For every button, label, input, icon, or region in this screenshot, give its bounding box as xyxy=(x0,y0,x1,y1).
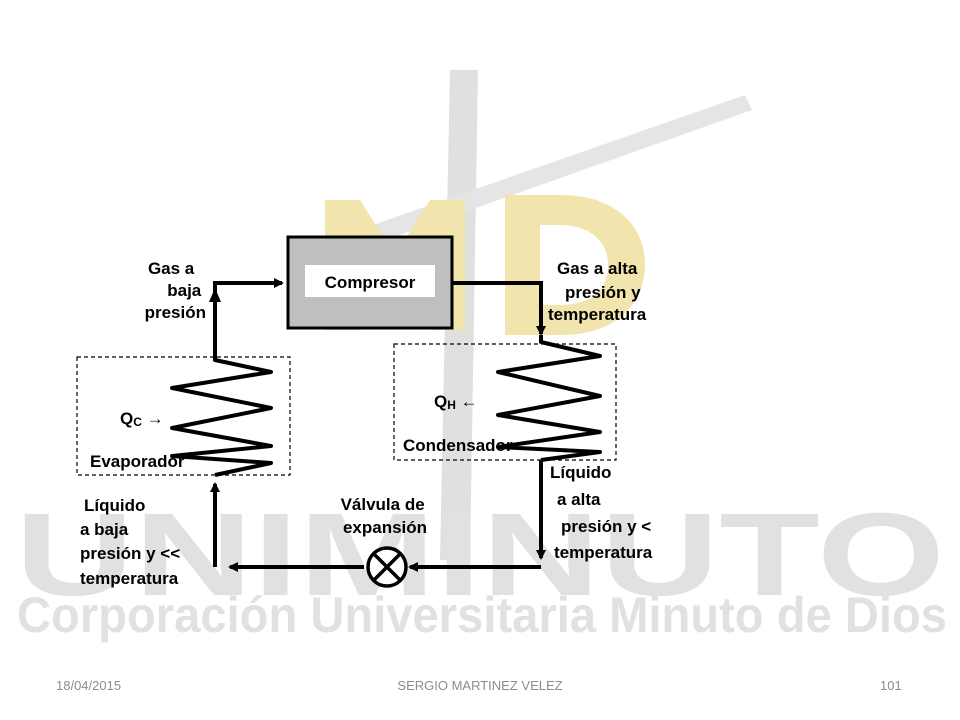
footer-date: 18/04/2015 xyxy=(56,678,122,693)
watermark-brand: UNIMINUTO xyxy=(15,489,945,621)
compressor-box: Compresor xyxy=(286,235,454,330)
liquid-low-label: Líquido a baja presión y << temperatura xyxy=(80,496,185,588)
qc-label: QC → xyxy=(120,409,164,429)
expansion-valve-icon xyxy=(366,546,408,588)
gas-high-label: Gas a alta presión y temperatura xyxy=(548,259,647,324)
qh-label: QH ← xyxy=(434,392,478,412)
arrow-up-low-gas xyxy=(209,288,221,302)
footer-page-number: 101 xyxy=(880,678,902,693)
condenser-box xyxy=(393,343,617,461)
evaporator-box xyxy=(76,356,291,476)
liquid-high-label: Líquido a alta presión y < temperatura xyxy=(550,463,656,562)
evaporator-coil xyxy=(170,355,273,477)
valve-label: Válvula de expansión xyxy=(341,495,430,537)
condenser-label: Condensador xyxy=(403,436,513,455)
evaporator-label: Evaporador xyxy=(90,452,185,471)
compressor-label: Compresor xyxy=(325,273,416,292)
watermark-subtitle: Corporación Universitaria Minuto de Dios xyxy=(17,587,947,643)
flow-lines xyxy=(210,278,546,572)
footer-author: SERGIO MARTINEZ VELEZ xyxy=(397,678,563,693)
gas-low-label: Gas a baja presión xyxy=(145,259,206,322)
condenser-coil xyxy=(496,335,602,462)
